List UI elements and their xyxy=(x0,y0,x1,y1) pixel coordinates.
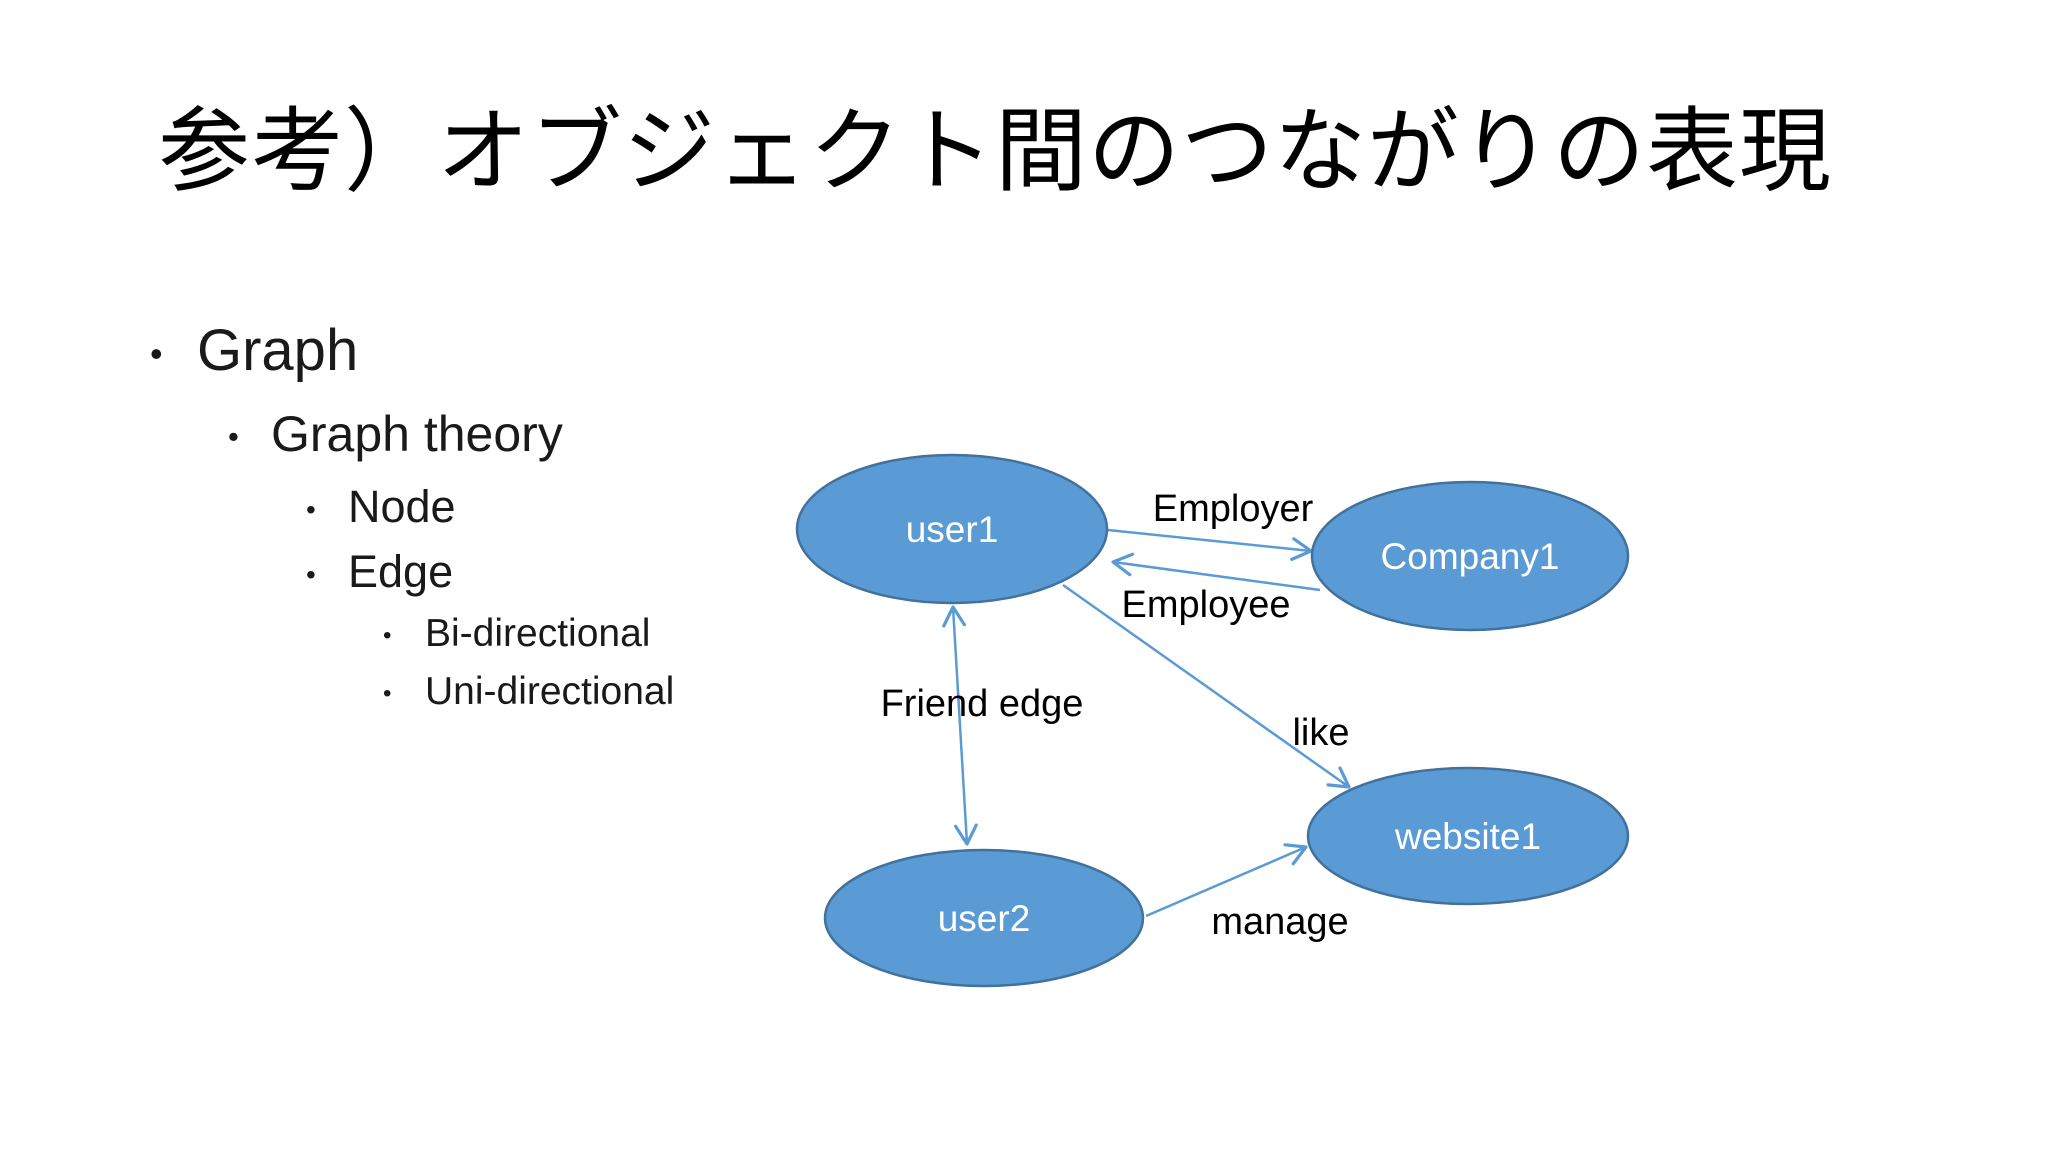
node-website1-ellipse xyxy=(1306,766,1630,906)
edge-friend-line xyxy=(942,605,978,846)
edge-friend-label: Friend edge xyxy=(881,683,1084,725)
bullet-item-node: • Node xyxy=(306,481,456,533)
node-user1-ellipse xyxy=(795,453,1109,605)
node-user2: user2 xyxy=(823,848,1145,988)
edge-employer-line xyxy=(1107,528,1313,561)
edge-manage-label: manage xyxy=(1211,901,1348,943)
edge-manage-line xyxy=(1145,843,1308,918)
node-website1: website1 xyxy=(1306,766,1630,906)
node-user2-label: user2 xyxy=(938,898,1031,939)
bullet-icon: • xyxy=(383,622,392,650)
node-company1-label: Company1 xyxy=(1381,536,1560,577)
bullet-label: Graph theory xyxy=(271,406,563,462)
node-company1-ellipse xyxy=(1310,480,1630,632)
node-user1: user1 xyxy=(795,453,1109,605)
edge-employee-line xyxy=(1111,552,1321,592)
node-user1-label: user1 xyxy=(906,509,999,550)
bullet-item-graph-theory: • Graph theory xyxy=(228,406,563,464)
edge-employer-label: Employer xyxy=(1153,488,1314,530)
bullet-icon: • xyxy=(228,419,239,455)
edge-like-line xyxy=(1062,583,1351,789)
edge-like-label: like xyxy=(1292,712,1349,754)
bullet-icon: • xyxy=(383,680,392,708)
bullet-icon: • xyxy=(306,558,316,590)
node-user2-ellipse xyxy=(823,848,1145,988)
bullet-label: Node xyxy=(348,481,456,532)
node-company1: Company1 xyxy=(1310,480,1630,632)
bullet-item-edge: • Edge xyxy=(306,546,453,598)
edge-employee-label: Employee xyxy=(1122,584,1291,626)
bullet-icon: • xyxy=(306,493,316,525)
bullet-item-bi-directional: • Bi-directional xyxy=(383,612,650,657)
bullet-label: Graph xyxy=(197,318,359,383)
bullet-item-graph: • Graph xyxy=(150,318,358,385)
bullet-icon: • xyxy=(150,332,163,374)
bullet-label: Uni-directional xyxy=(425,670,675,713)
bullet-label: Edge xyxy=(348,546,454,597)
bullet-label: Bi-directional xyxy=(425,612,651,655)
bullet-item-uni-directional: • Uni-directional xyxy=(383,670,674,715)
node-website1-label: website1 xyxy=(1394,816,1541,857)
slide-title: 参考）オブジェクト間のつながりの表現 xyxy=(158,101,1833,203)
